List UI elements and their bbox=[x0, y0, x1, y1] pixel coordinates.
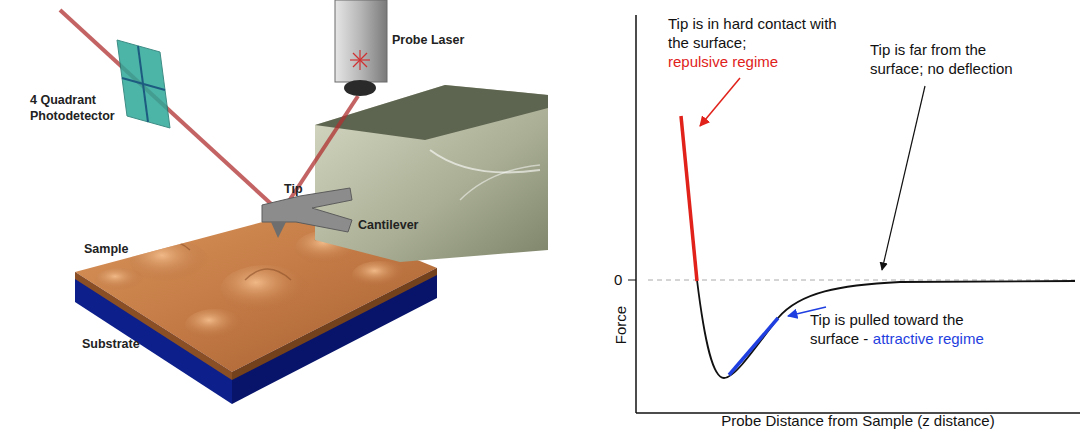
annotation: repulsive regime bbox=[668, 52, 838, 71]
part-label: Substrate bbox=[82, 337, 140, 351]
part-label-group: Sample bbox=[84, 241, 154, 257]
force-curve-chart bbox=[628, 15, 1080, 413]
axis-tick-label: 0 bbox=[614, 271, 622, 288]
part-label-group: Probe Laser bbox=[392, 32, 492, 48]
annotation: Tip is far from the surface; no deflecti… bbox=[870, 41, 1013, 77]
part-label-group: Substrate bbox=[82, 336, 162, 352]
annotation-group: Tip is pulled toward the surface -attrac… bbox=[810, 310, 1015, 348]
axis-title: Probe Distance from Sample (z distance) bbox=[721, 412, 994, 429]
cantilever bbox=[262, 188, 352, 238]
axis-title: Force bbox=[612, 306, 629, 344]
probe-laser bbox=[335, 0, 387, 96]
part-label-group: 4 Quadrant Photodetector bbox=[30, 92, 135, 124]
part-label-group: Tip bbox=[284, 181, 314, 197]
photodetector bbox=[117, 40, 170, 128]
part-label-group: Cantilever bbox=[358, 217, 448, 233]
annotation: Tip is in hard contact with the surface; bbox=[668, 15, 837, 51]
axis-title-group: Force bbox=[611, 306, 630, 344]
part-label: Tip bbox=[284, 182, 303, 196]
part-label: Cantilever bbox=[358, 218, 418, 232]
annotation: attractive regime bbox=[873, 330, 984, 347]
axis-title-group: Probe Distance from Sample (z distance) bbox=[636, 411, 1080, 430]
annotation-group: Tip is far from the surface; no deflecti… bbox=[870, 40, 1040, 78]
annotation-group: Tip is in hard contact with the surface;… bbox=[668, 14, 838, 71]
part-label: 4 Quadrant Photodetector bbox=[30, 93, 115, 123]
part-label: Sample bbox=[84, 242, 128, 256]
part-label: Probe Laser bbox=[392, 33, 464, 47]
axis-tick-label-group: 0 bbox=[614, 270, 628, 289]
